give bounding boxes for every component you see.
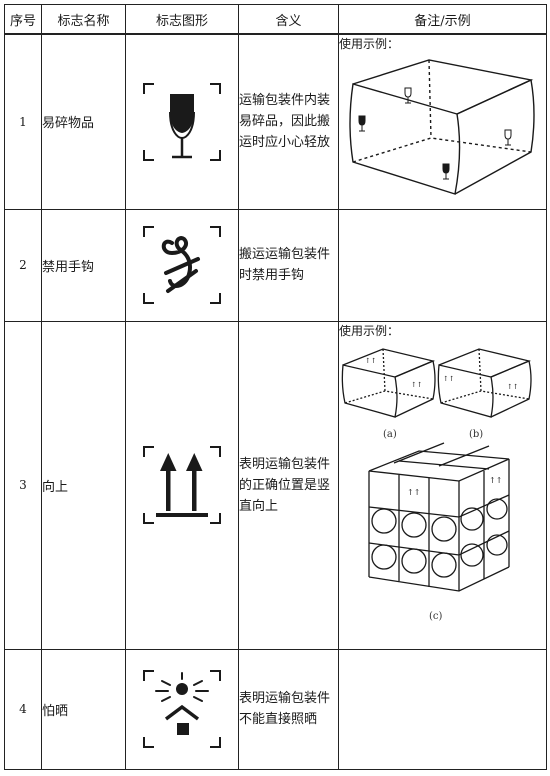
row-seq: 2: [4, 208, 42, 322]
this-way-up-icon: [143, 446, 221, 524]
this-way-up-examples: ↑↑ ↑↑ (a) ↑↑ ↑↑ (b): [341, 347, 532, 622]
example-box-b: ↑↑ ↑↑: [437, 347, 532, 418]
header-name: 标志名称: [41, 4, 126, 35]
row-name: 易碎物品: [41, 33, 126, 210]
row-symbol: [125, 33, 239, 210]
header-symbol: 标志图形: [125, 4, 239, 35]
row-meaning: 运输包装件内装易碎品，因此搬运时应小心轻放: [238, 33, 339, 210]
row-remark: 使用示例：: [338, 33, 547, 210]
caption-c: (c): [429, 611, 443, 622]
no-hooks-icon: [143, 226, 221, 304]
svg-text:↑↑: ↑↑: [365, 357, 377, 365]
table-row: 3 向上 表明运输包装件的正确位置是竖直向: [4, 320, 547, 650]
packaging-marks-table: 序号 标志名称 标志图形 含义 备注/示例 1 易碎物品: [4, 4, 547, 770]
fragile-package-example: [349, 59, 535, 195]
table-header-row: 序号 标志名称 标志图形 含义 备注/示例: [4, 4, 547, 35]
row-symbol: [125, 320, 239, 650]
table-row: 2 禁用手钩 搬运运输包装件时禁用手钩: [4, 208, 547, 322]
svg-text:↑↑: ↑↑: [407, 488, 420, 497]
table-row: 4 怕晒: [4, 648, 547, 770]
row-meaning: 搬运运输包装件时禁用手钩: [238, 208, 339, 322]
example-stack-c: ↑↑ ↑↑: [368, 441, 510, 592]
table-row: 1 易碎物品 运输包装件内装易碎品，因此搬运时应小心轻放 使用示例：: [4, 33, 547, 210]
header-seq: 序号: [4, 4, 42, 35]
row-name: 向上: [41, 320, 126, 650]
remark-label: 使用示例：: [339, 323, 400, 338]
row-remark: 使用示例： ↑↑ ↑↑ (a): [338, 320, 547, 650]
row-name: 怕晒: [41, 648, 126, 770]
row-symbol: [125, 648, 239, 770]
row-symbol: [125, 208, 239, 322]
svg-text:↑↑: ↑↑: [411, 381, 423, 389]
svg-text:↑↑: ↑↑: [489, 476, 502, 485]
svg-text:↑↑: ↑↑: [443, 375, 455, 383]
row-seq: 4: [4, 648, 42, 770]
row-remark: [338, 208, 547, 322]
row-meaning: 表明运输包装件的正确位置是竖直向上: [238, 320, 339, 650]
caption-a: (a): [383, 429, 397, 440]
row-name: 禁用手钩: [41, 208, 126, 322]
svg-text:↑↑: ↑↑: [507, 383, 519, 391]
row-seq: 3: [4, 320, 42, 650]
example-box-a: ↑↑ ↑↑: [341, 347, 436, 418]
header-remark: 备注/示例: [338, 4, 547, 35]
row-meaning: 表明运输包装件不能直接照晒: [238, 648, 339, 770]
row-seq: 1: [4, 33, 42, 210]
keep-away-from-sunlight-icon: [143, 670, 221, 748]
fragile-glass-icon: [143, 82, 221, 161]
caption-b: (b): [469, 429, 483, 440]
remark-label: 使用示例：: [339, 37, 400, 51]
row-remark: [338, 648, 547, 770]
header-meaning: 含义: [238, 4, 339, 35]
